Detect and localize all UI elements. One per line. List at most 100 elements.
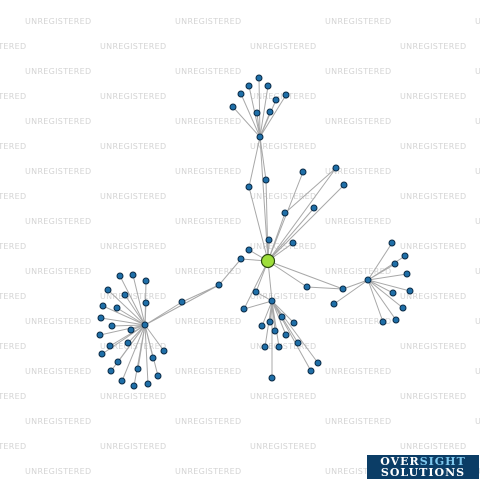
watermark-text: UNREGISTERED <box>175 217 241 226</box>
graph-node[interactable] <box>106 342 114 350</box>
graph-node[interactable] <box>256 133 264 141</box>
graph-node[interactable] <box>141 321 149 329</box>
graph-node[interactable] <box>118 377 126 385</box>
watermark-text: UNREGISTERED <box>475 267 480 276</box>
graph-node[interactable] <box>264 82 272 90</box>
graph-node[interactable] <box>364 276 372 284</box>
graph-node[interactable] <box>294 339 302 347</box>
graph-node[interactable] <box>339 285 347 293</box>
graph-node[interactable] <box>99 302 107 310</box>
graph-node[interactable] <box>130 382 138 390</box>
graph-node[interactable] <box>160 347 168 355</box>
graph-node[interactable] <box>108 322 116 330</box>
graph-node[interactable] <box>149 354 157 362</box>
graph-node[interactable] <box>107 367 115 375</box>
graph-node[interactable] <box>142 299 150 307</box>
graph-node[interactable] <box>245 82 253 90</box>
graph-node[interactable] <box>124 339 132 347</box>
graph-node[interactable] <box>379 318 387 326</box>
graph-node[interactable] <box>96 331 104 339</box>
watermark-text: UNREGISTERED <box>400 392 466 401</box>
graph-node[interactable] <box>237 255 245 263</box>
watermark-text: UNREGISTERED <box>0 392 26 401</box>
watermark-text: UNREGISTERED <box>25 67 91 76</box>
graph-node[interactable] <box>98 350 106 358</box>
graph-node[interactable] <box>252 288 260 296</box>
watermark-text: UNREGISTERED <box>325 217 391 226</box>
graph-node[interactable] <box>299 168 307 176</box>
graph-node[interactable] <box>307 367 315 375</box>
graph-node[interactable] <box>142 277 150 285</box>
graph-node[interactable] <box>406 287 414 295</box>
graph-node[interactable] <box>114 358 122 366</box>
graph-node[interactable] <box>266 318 274 326</box>
graph-node[interactable] <box>144 380 152 388</box>
graph-node[interactable] <box>272 96 280 104</box>
graph-node[interactable] <box>303 283 311 291</box>
graph-node[interactable] <box>253 109 261 117</box>
graph-node[interactable] <box>268 374 276 382</box>
graph-node[interactable] <box>282 331 290 339</box>
watermark-text: UNREGISTERED <box>100 392 166 401</box>
graph-edge <box>243 300 273 310</box>
graph-node[interactable] <box>127 326 135 334</box>
graph-node[interactable] <box>399 304 407 312</box>
watermark-text: UNREGISTERED <box>0 142 26 151</box>
graph-node[interactable] <box>245 246 253 254</box>
graph-node[interactable] <box>262 176 270 184</box>
graph-node[interactable] <box>245 183 253 191</box>
graph-node[interactable] <box>97 314 105 322</box>
graph-node[interactable] <box>237 90 245 98</box>
graph-node[interactable] <box>401 252 409 260</box>
graph-node[interactable] <box>389 289 397 297</box>
graph-node[interactable] <box>121 291 129 299</box>
watermark-text: UNREGISTERED <box>475 67 480 76</box>
graph-node[interactable] <box>278 313 286 321</box>
watermark-text: UNREGISTERED <box>175 117 241 126</box>
graph-node[interactable] <box>265 236 273 244</box>
graph-node[interactable] <box>281 209 289 217</box>
graph-node[interactable] <box>215 281 223 289</box>
watermark-text: UNREGISTERED <box>175 267 241 276</box>
graph-node[interactable] <box>314 359 322 367</box>
graph-node[interactable] <box>282 91 290 99</box>
graph-node[interactable] <box>255 74 263 82</box>
graph-node[interactable] <box>290 319 298 327</box>
graph-node[interactable] <box>229 103 237 111</box>
graph-edge <box>367 279 394 294</box>
graph-node[interactable] <box>116 272 124 280</box>
graph-node[interactable] <box>289 239 297 247</box>
graph-node[interactable] <box>104 286 112 294</box>
watermark-text: UNREGISTERED <box>400 42 466 51</box>
graph-edge <box>284 167 337 214</box>
graph-edge <box>144 302 147 326</box>
graph-node[interactable] <box>403 270 411 278</box>
graph-node[interactable] <box>340 181 348 189</box>
node-layer <box>96 74 414 390</box>
graph-node[interactable] <box>388 239 396 247</box>
graph-edge <box>99 324 146 336</box>
graph-node[interactable] <box>258 322 266 330</box>
graph-node[interactable] <box>271 327 279 335</box>
graph-node[interactable] <box>330 300 338 308</box>
graph-edge <box>271 300 295 324</box>
graph-node[interactable] <box>240 305 248 313</box>
graph-node[interactable] <box>310 204 318 212</box>
graph-node[interactable] <box>154 372 162 380</box>
graph-node[interactable] <box>392 316 400 324</box>
watermark-text: UNREGISTERED <box>250 342 316 351</box>
graph-node[interactable] <box>261 343 269 351</box>
graph-node[interactable] <box>134 365 142 373</box>
graph-node[interactable] <box>391 260 399 268</box>
graph-node[interactable] <box>332 164 340 172</box>
watermark-text: UNREGISTERED <box>250 442 316 451</box>
graph-edge <box>111 324 146 327</box>
focus-node[interactable] <box>260 253 276 269</box>
graph-node[interactable] <box>113 304 121 312</box>
graph-node[interactable] <box>129 271 137 279</box>
graph-node[interactable] <box>268 297 276 305</box>
watermark-text: UNREGISTERED <box>400 442 466 451</box>
graph-node[interactable] <box>178 298 186 306</box>
graph-node[interactable] <box>275 343 283 351</box>
graph-node[interactable] <box>266 108 274 116</box>
